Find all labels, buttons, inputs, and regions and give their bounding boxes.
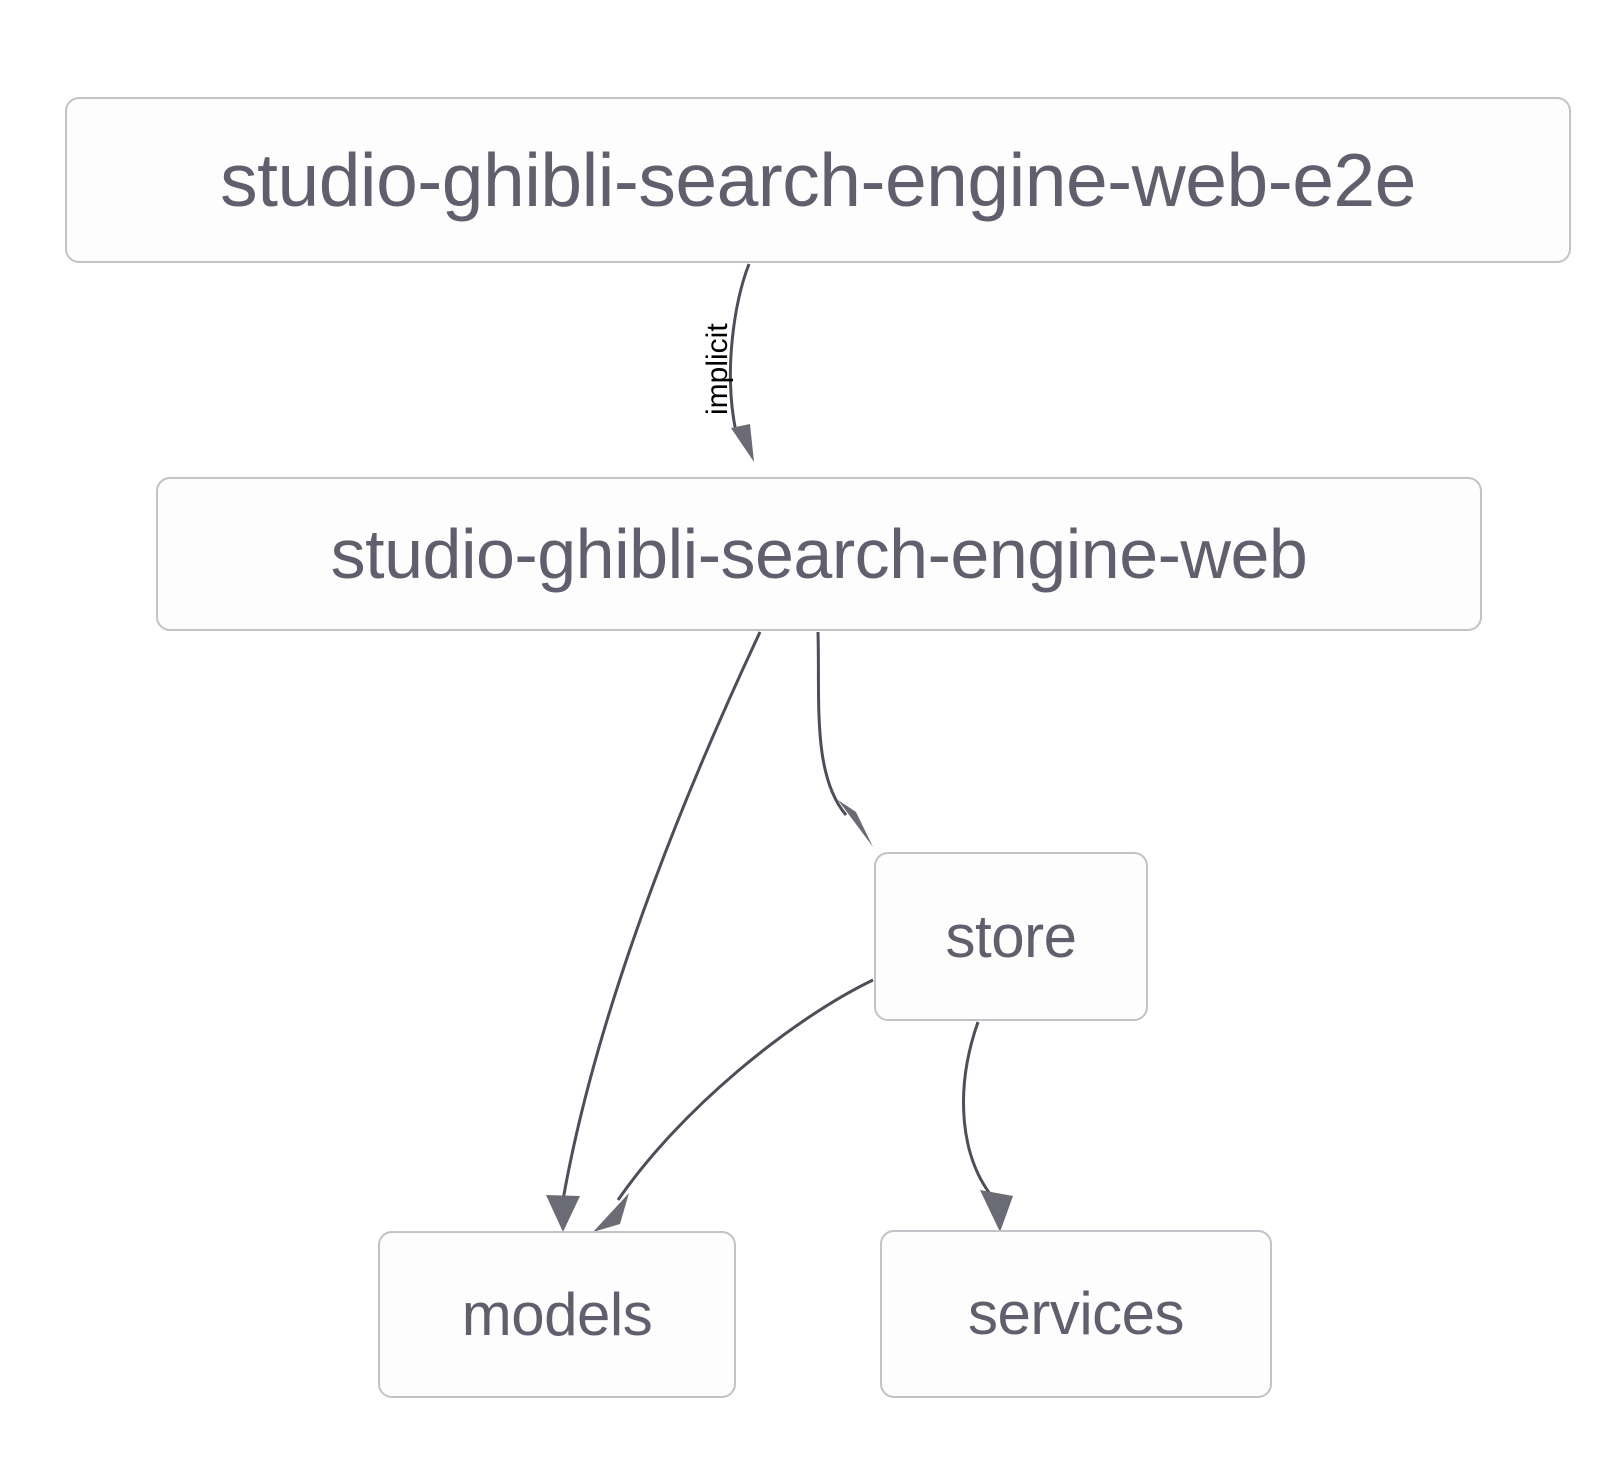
edge-store-to-models — [593, 978, 874, 1232]
edge-root-to-web-path — [728, 263, 751, 433]
node-studio-ghibli-search-engine-web[interactable]: studio-ghibli-search-engine-web — [156, 477, 1482, 631]
edge-store-to-models-path — [616, 978, 874, 1201]
edge-label-implicit: implicit — [701, 323, 734, 415]
edge-web-to-models — [546, 631, 762, 1232]
edge-root-to-web-arrowhead — [731, 424, 754, 462]
node-studio-ghibli-search-engine-web-e2e[interactable]: studio-ghibli-search-engine-web-e2e — [65, 97, 1571, 263]
node-label: studio-ghibli-search-engine-web-e2e — [220, 137, 1416, 222]
node-label: studio-ghibli-search-engine-web — [330, 515, 1308, 593]
node-models[interactable]: models — [378, 1231, 736, 1398]
node-services[interactable]: services — [880, 1230, 1272, 1398]
node-label: services — [967, 1280, 1185, 1347]
node-store[interactable]: store — [874, 852, 1148, 1021]
node-label: models — [461, 1280, 653, 1348]
edge-web-to-store — [816, 631, 873, 847]
node-label: store — [945, 902, 1077, 970]
edge-store-to-services — [962, 1021, 1013, 1232]
edge-web-to-store-path — [816, 631, 848, 816]
edge-web-to-store-arrowhead — [838, 800, 873, 847]
edge-store-to-models-arrowhead — [593, 1193, 629, 1232]
edge-root-to-web: implicit — [701, 263, 754, 462]
edge-web-to-models-path — [561, 631, 762, 1201]
edge-store-to-services-path — [962, 1021, 997, 1201]
edge-web-to-models-arrowhead — [546, 1195, 580, 1232]
edge-store-to-services-arrowhead — [980, 1190, 1013, 1232]
